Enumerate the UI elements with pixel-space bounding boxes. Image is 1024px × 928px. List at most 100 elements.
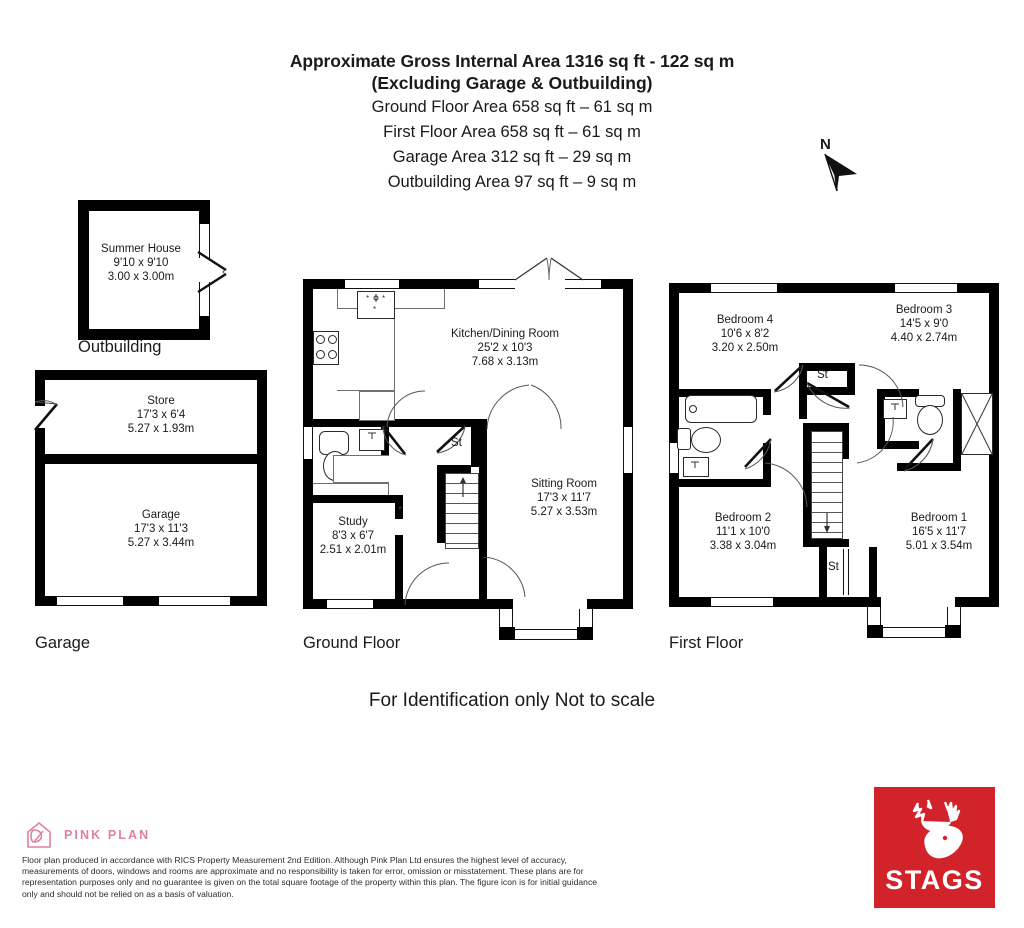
ff-bay-window-front [883, 627, 945, 638]
garage-partition-wall [45, 454, 257, 464]
ff-bay-pier-left-top [867, 597, 881, 607]
ff-wall-st-upper-left [799, 389, 807, 419]
garage-wall-bottom-center-pier [123, 596, 159, 606]
bedroom4-door-icon [773, 364, 804, 393]
north-arrow: N [812, 136, 872, 193]
gf-wall-bottom-right [587, 599, 633, 609]
gf-wc-window-left [303, 427, 313, 459]
room-label-bedroom-1: Bedroom 1 16'5 x 11'7 5.01 x 3.54m [877, 511, 1001, 554]
ff-wall-bedroom4-bathroom [679, 389, 771, 397]
ff-wall-st-upper-top [799, 363, 855, 371]
room-label-garage: Garage 17'3 x 11'3 5.27 x 3.44m [91, 508, 231, 551]
ff-wall-bottom-right [955, 597, 999, 607]
house-leaf-icon [27, 821, 51, 848]
ff-lower-st-door-panel [843, 549, 849, 595]
ff-wall-bottom-mid [773, 597, 869, 607]
hob-burner-4 [328, 350, 337, 359]
garage-door-opening-left [57, 596, 123, 606]
hob-burner-2 [328, 335, 337, 344]
ff-wall-left-lower [669, 471, 679, 607]
room-label-bedroom-4: Bedroom 4 10'6 x 8'2 3.20 x 2.50m [687, 313, 803, 356]
gf-wall-right-lower [623, 471, 633, 609]
ground-floor-plan: * * * [303, 257, 633, 644]
gf-french-doors-icon [514, 257, 584, 281]
gf-wall-hall-top [383, 419, 479, 427]
ensuite-door-icon [903, 438, 934, 472]
room-imperial: 17'3 x 11'7 [536, 492, 592, 505]
ff-wall-stair-right-upper [841, 423, 849, 459]
room-metric: 2.51 x 2.01m [319, 544, 387, 557]
north-label: N [820, 136, 831, 153]
gross-internal-area-line: Approximate Gross Internal Area 1316 sq … [289, 51, 735, 71]
ff-wall-bathroom-right-upper [763, 389, 771, 415]
ff-wall-landing-right [877, 389, 885, 447]
garage-caption: Garage [35, 634, 91, 652]
garage-wall-bottom-right-pier [230, 596, 267, 606]
wc-basin-icon [359, 429, 385, 451]
gf-wall-top-right-pier [601, 279, 633, 289]
ff-wall-landing-bed3 [877, 389, 919, 397]
outbuilding-wall-top [78, 200, 188, 211]
ff-wall-stair-left [803, 423, 811, 547]
first-floor-plan: Bedroom 4 10'6 x 8'2 3.20 x 2.50m Bedroo… [669, 283, 999, 643]
hob-burner-3 [316, 350, 325, 359]
garage-wall-top [35, 370, 267, 380]
gf-wall-top-mid-pier [399, 279, 479, 289]
ff-wall-st-upper-side [799, 363, 807, 389]
ff-wall-lower-st-left [819, 547, 827, 601]
gf-bay-pier-left-top [499, 599, 513, 609]
room-metric: 5.27 x 3.44m [127, 537, 195, 550]
ff-bedroom3-window [895, 283, 957, 293]
outbuilding-area-line: Outbuilding Area 97 sq ft – 9 sq m [387, 173, 637, 191]
stags-wordmark: STAGS [885, 865, 984, 895]
identification-notice: For Identification only Not to scale [368, 690, 656, 711]
ff-bay-window-side-left [867, 607, 881, 627]
exclusions-line: (Excluding Garage & Outbuilding) [371, 73, 653, 93]
ff-wall-st-upper-bottom [807, 387, 855, 395]
gf-wall-kitchen-wc [313, 419, 383, 427]
room-label-bedroom-3: Bedroom 3 14'5 x 9'0 4.40 x 2.74m [859, 303, 989, 346]
ff-wall-ensuite-right [953, 389, 961, 471]
ff-wall-top-left-pier [669, 283, 711, 293]
gf-wall-stair-left [437, 465, 445, 543]
gf-bay-pier-left-bottom [499, 627, 515, 640]
ff-wall-stair-bottom [803, 539, 849, 547]
room-name: Bedroom 2 [714, 512, 772, 524]
bedroom2-door-icon [764, 462, 808, 508]
gf-study-window-bottom [327, 599, 373, 609]
garage-door-opening-right [159, 596, 230, 606]
bathroom-door-icon [744, 438, 772, 470]
garage-wall-left-lower [35, 428, 45, 606]
ff-storage-label-lower: St [828, 561, 839, 573]
kitchen-hall-door-icon [386, 390, 426, 428]
gf-wall-st-bottom [437, 465, 471, 473]
svg-text:*: * [373, 305, 376, 314]
stags-logo: STAGS [874, 787, 995, 908]
gf-bay-window-side-right [579, 609, 593, 629]
room-name: Sitting Room [531, 478, 597, 490]
bathroom-bath-icon [685, 395, 757, 423]
bathroom-basin-tap-icon [691, 461, 699, 468]
bathroom-toilet-pan-icon [691, 427, 721, 453]
ff-wall-lower-st-right [869, 547, 877, 601]
landing-door-icon [856, 416, 894, 464]
disclaimer-text: Floor plan produced in accordance with R… [22, 855, 598, 899]
room-label-bedroom-2: Bedroom 2 11'1 x 10'0 3.38 x 3.04m [683, 511, 803, 554]
ensuite-shower-cross-icon [961, 393, 993, 455]
room-metric: 3.20 x 2.50m [711, 342, 779, 355]
ff-wall-ensuite-bottom [897, 463, 959, 471]
first-floor-caption: First Floor [669, 634, 744, 652]
compass-needle-icon [824, 153, 857, 192]
wc-door-icon [381, 425, 407, 456]
room-imperial: 10'6 x 8'2 [720, 328, 770, 341]
room-metric: 5.27 x 1.93m [127, 423, 195, 436]
room-name: Bedroom 3 [895, 304, 953, 316]
gf-wall-hall-sitting [479, 419, 487, 609]
outbuilding-plan: Summer House 9'10 x 9'10 3.00 x 3.00m [78, 200, 253, 345]
gf-wall-top-left-pier [303, 279, 345, 289]
room-name: Bedroom 1 [910, 512, 968, 524]
st-upper-door-icon [806, 381, 851, 409]
garage-wall-right [257, 370, 267, 606]
ff-wall-right [989, 283, 999, 607]
outbuilding-caption: Outbuilding [78, 338, 162, 356]
